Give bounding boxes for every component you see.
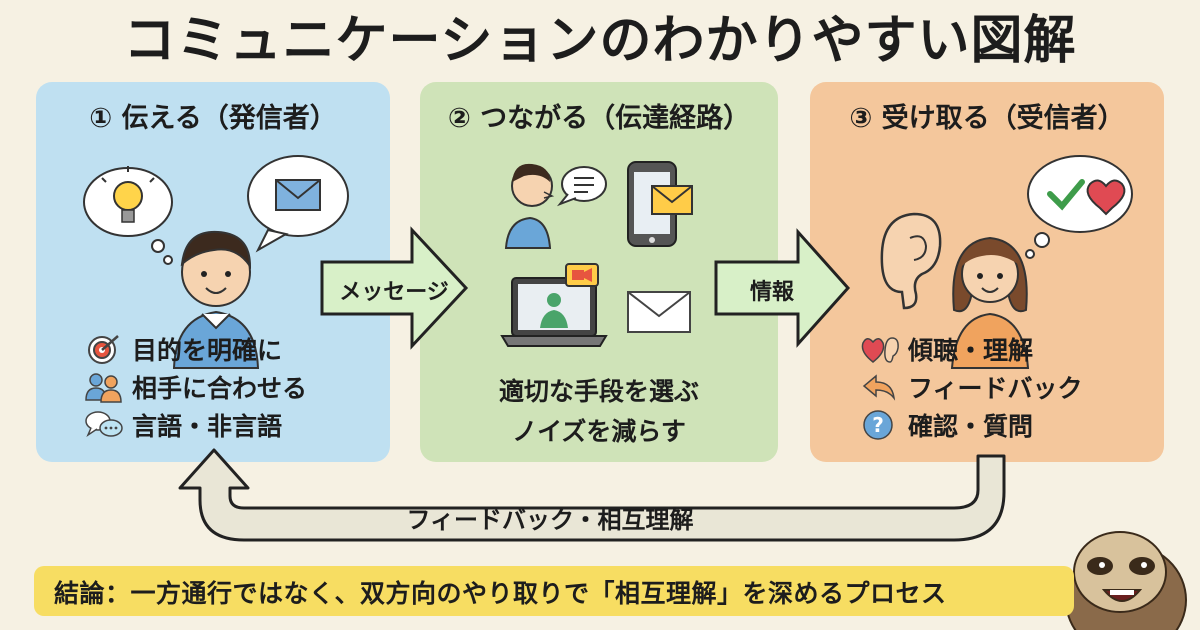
- page-title: コミュニケーションのわかりやすい図解: [123, 11, 1077, 71]
- info-arrow: [714, 228, 851, 348]
- list-item: 相手に合わせる: [36, 368, 390, 406]
- channel-heading: ② つながる（伝達経路）: [447, 103, 751, 134]
- list-item: フィードバック: [810, 368, 1164, 406]
- envelope-icon: [247, 155, 349, 253]
- list-item: 適切な手段を選ぶ: [498, 377, 699, 406]
- receiver-illustration: [880, 155, 1133, 369]
- heart-ear-icon: [861, 337, 899, 363]
- list-item: 言語・非言語: [36, 406, 390, 444]
- ear-icon: [880, 212, 942, 310]
- question-icon: ?: [863, 410, 893, 440]
- channel-points: 適切な手段を選ぶ ノイズを減らす: [420, 372, 778, 452]
- feedback-loop-label: フィードバック・相互理解: [406, 506, 694, 534]
- receiver-panel: ③ 受け取る（受信者）: [810, 82, 1164, 462]
- envelope-icon: [627, 291, 691, 333]
- list-item: ? 確認・質問: [810, 406, 1164, 444]
- receiver-heading: ③ 受け取る（受信者）: [849, 103, 1125, 134]
- svg-text:?: ?: [872, 413, 884, 437]
- conclusion-text: 結論：一方通行ではなく、双方向のやり取りで「相互理解」を深めるプロセス: [54, 579, 947, 608]
- person-icon: [172, 230, 260, 369]
- sender-points: 目的を明確に 相手に合わせる 言語・非言語: [36, 330, 390, 444]
- target-icon: [88, 335, 119, 364]
- speaking-person-icon: [504, 163, 555, 249]
- people-icon: [85, 373, 122, 403]
- channel-illustration: [500, 161, 693, 347]
- chat-bubble-icon: [556, 166, 607, 207]
- sender-illustration: [83, 155, 349, 369]
- sloth-mascot-icon: [1065, 531, 1187, 630]
- conclusion-banner: 結論：一方通行ではなく、双方向のやり取りで「相互理解」を深めるプロセス: [34, 566, 1074, 616]
- list-item: 目的を明確に: [36, 330, 390, 368]
- info-arrow-label: 情報: [749, 280, 794, 305]
- message-arrow: [320, 226, 469, 350]
- laptop-video-icon: [500, 263, 608, 347]
- person-icon: [950, 236, 1030, 369]
- lightbulb-icon: [83, 166, 173, 265]
- message-arrow-label: メッセージ: [339, 280, 449, 305]
- list-item: 傾聴・理解: [810, 330, 1164, 368]
- sender-heading: ① 伝える（発信者）: [89, 103, 337, 134]
- receiver-points: 傾聴・理解 フィードバック ? 確認・質問: [810, 330, 1164, 444]
- feedback-loop-arrow: [178, 448, 1006, 542]
- chat-bubbles-icon: [85, 411, 123, 438]
- smartphone-icon: [627, 161, 693, 247]
- list-item: ノイズを減らす: [512, 417, 686, 446]
- heart-icon: [1086, 179, 1126, 216]
- reply-arrow-icon: [862, 374, 896, 401]
